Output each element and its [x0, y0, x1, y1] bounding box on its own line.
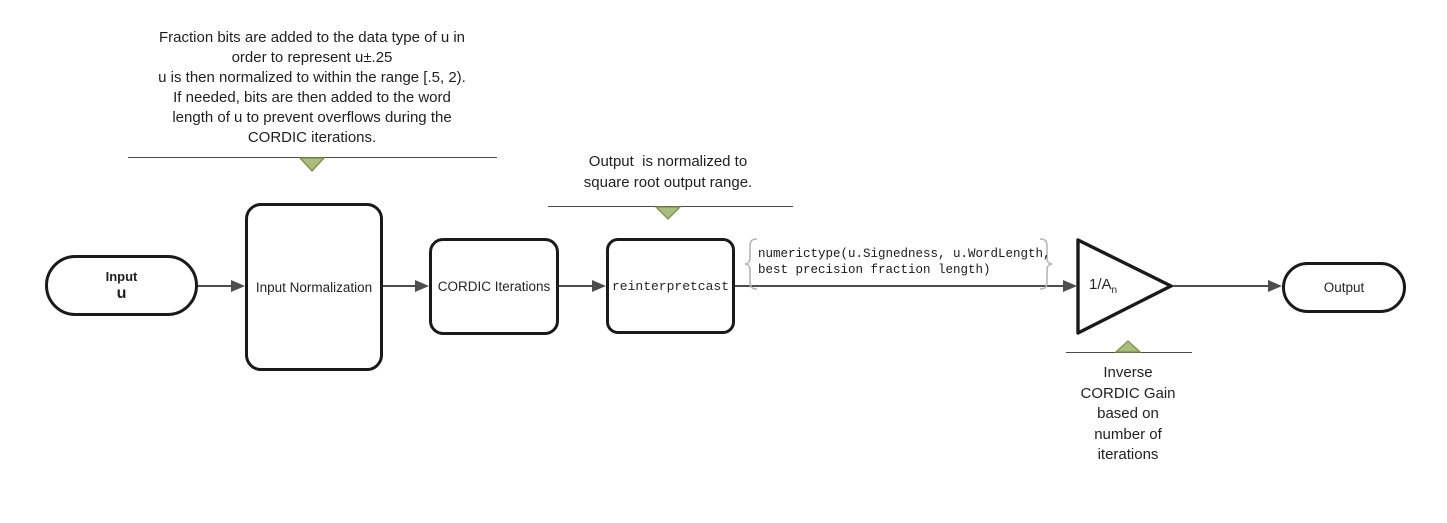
- curly-brace-right-icon: [1039, 238, 1053, 290]
- code-note-braces: [744, 238, 1053, 290]
- callout-pointer-down-icon: [298, 157, 326, 172]
- gain-block-label: 1/An: [1089, 276, 1117, 296]
- gain-triangle: [1076, 238, 1173, 335]
- note-input-normalization: Fraction bits are added to the data type…: [158, 29, 466, 146]
- note-numerictype: numerictype(u.Signedness, u.WordLength, …: [758, 247, 1051, 277]
- input-terminal-variable: u: [116, 284, 127, 302]
- callout-pointers: [298, 157, 1142, 353]
- arrowhead-icon: [592, 280, 606, 292]
- note-inverse-cordic-gain: Inverse CORDIC Gain based on number of i…: [1080, 364, 1176, 463]
- input-terminal: Input u: [45, 255, 198, 316]
- block-reinterpretcast: reinterpretcast: [606, 238, 735, 334]
- arrowhead-icon: [415, 280, 429, 292]
- note-output-normalized: Output is normalized to square root outp…: [583, 153, 753, 191]
- connector-arrowheads: [231, 280, 1282, 292]
- output-terminal: Output: [1282, 262, 1406, 313]
- callout-pointer-down-icon: [654, 206, 682, 220]
- block-label: Input Normalization: [255, 279, 373, 295]
- gain-label-subscript: n: [1111, 285, 1118, 296]
- block-label: CORDIC Iterations: [437, 279, 551, 294]
- callout-pointer-up-icon: [1114, 340, 1142, 353]
- block-label: reinterpretcast: [611, 278, 730, 294]
- arrowhead-icon: [1063, 280, 1077, 292]
- arrowhead-icon: [231, 280, 245, 292]
- gain-label-main: 1/A: [1089, 276, 1112, 293]
- curly-brace-left-icon: [744, 238, 758, 290]
- output-terminal-label: Output: [1323, 280, 1365, 295]
- block-cordic-iterations: CORDIC Iterations: [429, 238, 559, 335]
- arrowhead-icon: [1268, 280, 1282, 292]
- input-terminal-label: Input: [105, 268, 138, 284]
- block-input-normalization: Input Normalization: [245, 203, 383, 371]
